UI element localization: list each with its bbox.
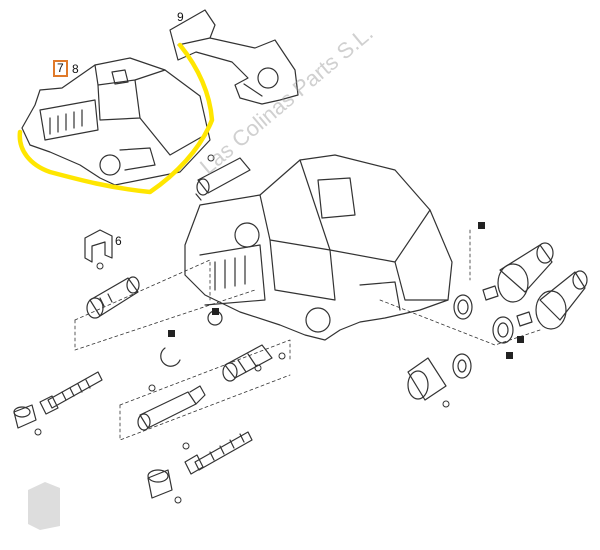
guide-pin-top [195,157,251,201]
cap-lower [147,469,173,499]
callout-9: 9 [177,10,184,24]
bolt-upper [39,371,103,415]
main-caliper-body [184,154,453,341]
bolt-lower [184,431,253,475]
caliper-housing-part-8 [21,57,211,186]
assembly-guide-lines [74,229,541,441]
dust-boot-center [407,353,472,401]
highlight-outline [17,42,215,195]
seal-ring-small [160,310,223,367]
bracket-part-9 [169,9,299,105]
guide-pin-middle [222,344,273,382]
callout-8: 8 [72,62,79,76]
truck-logo [28,482,60,530]
cap-upper [13,404,37,429]
small-circle-markers [34,154,450,504]
callout-7: 7 [53,60,68,77]
seal-ring-right [453,285,533,344]
bushing-left [86,276,140,319]
boot-upper [497,242,554,303]
spare-part-markers [168,222,524,359]
clip-part-6 [84,229,113,263]
callout-6: 6 [115,234,122,248]
boot-lower [535,270,588,330]
guide-pin-long [137,385,206,431]
